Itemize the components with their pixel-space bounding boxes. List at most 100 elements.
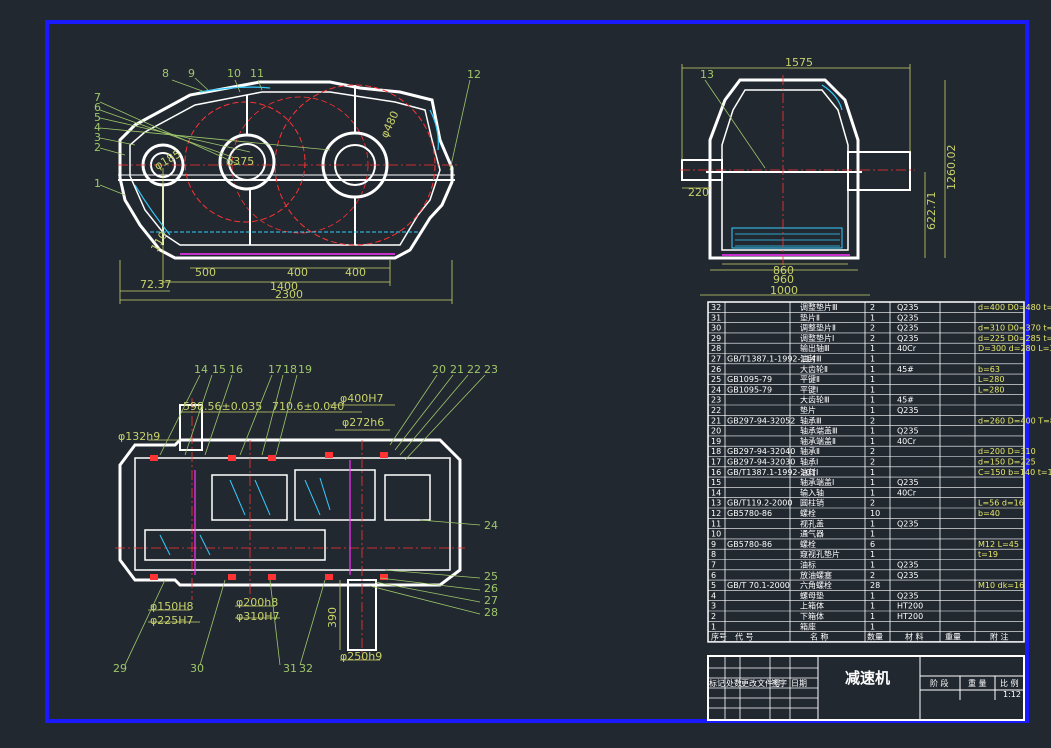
parts-row-name: 输入轴 <box>800 487 824 497</box>
part-no-18: 18 <box>283 363 297 376</box>
front-cyan-edge-3 <box>429 109 439 151</box>
parts-row-note: d=225 D0=285 t=1.5 <box>978 334 1051 343</box>
bearing-boss-mid-inner <box>228 143 266 181</box>
dim-d480: φ480 <box>378 109 402 140</box>
parts-row-qty: 1 <box>870 396 875 405</box>
parts-row-qty: 1 <box>870 313 875 322</box>
top-leaders <box>124 374 486 666</box>
parts-row-qty: 2 <box>870 571 875 580</box>
parts-row-qty: 2 <box>870 458 875 467</box>
parts-header-name: 名 称 <box>810 632 829 642</box>
front-housing-inner <box>129 91 441 246</box>
parts-row-qty: 1 <box>870 591 875 600</box>
parts-row-mat: Q235 <box>897 303 919 312</box>
parts-row-name: 调整垫片Ⅲ <box>800 302 838 312</box>
parts-row-no: 21 <box>711 416 721 425</box>
parts-header-qty: 数量 <box>867 632 883 642</box>
dim-1260: 1260.02 <box>945 145 958 191</box>
parts-row-no: 24 <box>711 385 721 394</box>
parts-row-code: GB/T1387.1-1992-114 <box>727 355 816 364</box>
parts-row-qty: 1 <box>870 519 875 528</box>
part-no-4: 4 <box>94 121 101 134</box>
top-gear-3 <box>144 529 326 561</box>
parts-row-no: 1 <box>711 622 716 631</box>
dim-d150: φ150H8 <box>150 600 194 613</box>
side-view: 1575 1260.02 622.71 220 860 960 1000 13 <box>680 56 958 297</box>
parts-row-no: 17 <box>711 458 721 467</box>
dim-400a: 400 <box>287 266 308 279</box>
parts-row-code: GB297-94-32030 <box>727 458 795 467</box>
front-housing-outline <box>118 80 454 260</box>
front-cyan-edge-1 <box>134 184 171 236</box>
side-leader-13 <box>704 79 766 169</box>
dim-d272: φ272h6 <box>342 416 384 429</box>
parts-header-code: 代 号 <box>735 632 754 642</box>
parts-row-qty: 1 <box>870 406 875 415</box>
parts-row-name: 大齿轮Ⅲ <box>800 395 830 405</box>
parts-row-no: 6 <box>711 571 716 580</box>
front-leaders <box>99 77 471 196</box>
dim-110: 110 <box>148 229 170 254</box>
parts-row-mat: 40Cr <box>897 437 917 446</box>
parts-row-qty: 1 <box>870 478 875 487</box>
parts-row-mat: Q235 <box>897 519 919 528</box>
front-cyan-edge-2 <box>199 86 271 93</box>
top-dimensions <box>148 404 395 661</box>
parts-row-no: 28 <box>711 344 721 353</box>
parts-row-mat: HT200 <box>897 612 923 621</box>
parts-row-name: 下箱体 <box>800 611 824 621</box>
part-no-3: 3 <box>94 131 101 144</box>
part-no-21: 21 <box>450 363 464 376</box>
part-no-11: 11 <box>250 67 264 80</box>
sheet-border <box>45 20 1029 723</box>
parts-row-qty: 1 <box>870 365 875 374</box>
parts-row-qty: 2 <box>870 499 875 508</box>
parts-row-no: 5 <box>711 581 716 590</box>
parts-row-note: d=260 D=400 T=87 <box>978 416 1051 425</box>
part-no-24: 24 <box>484 519 498 532</box>
parts-row-note: t=19 <box>978 550 998 559</box>
tb-scale-label: 比 例 <box>1000 678 1019 688</box>
dim-d225: φ225H7 <box>150 614 194 627</box>
part-no-28: 28 <box>484 606 498 619</box>
parts-row-name: 油封Ⅰ <box>800 467 818 477</box>
part-no-6: 6 <box>94 101 101 114</box>
parts-row-name: 轴承端盖Ⅱ <box>800 436 836 446</box>
parts-row-mat: Q235 <box>897 591 919 600</box>
parts-row-name: 调整垫片Ⅰ <box>800 333 834 343</box>
parts-row-code: GB5780-86 <box>727 540 772 549</box>
parts-row-mat: 45# <box>897 365 914 374</box>
parts-row-name: 油封Ⅲ <box>800 354 822 364</box>
top-cyan-hatch <box>159 477 331 556</box>
parts-row-name: 轴承端盖Ⅰ <box>800 477 834 487</box>
parts-row-no: 3 <box>711 602 716 611</box>
parts-row-no: 15 <box>711 478 721 487</box>
front-dimensions <box>119 168 453 304</box>
dim-72: 72.37 <box>140 278 172 291</box>
parts-row-name: 轴承Ⅲ <box>800 415 822 425</box>
parts-row-name: 通气器 <box>800 529 824 539</box>
part-no-27: 27 <box>484 594 498 607</box>
parts-row-code: GB1095-79 <box>727 385 772 394</box>
parts-row-no: 32 <box>711 303 721 312</box>
parts-row-no: 7 <box>711 561 716 570</box>
parts-row-no: 26 <box>711 365 721 374</box>
parts-row-name: 箱座 <box>800 621 816 631</box>
parts-row-qty: 2 <box>870 303 875 312</box>
parts-row-code: GB1095-79 <box>727 375 772 384</box>
parts-row-name: 平键Ⅰ <box>800 384 818 394</box>
parts-row-no: 19 <box>711 437 721 446</box>
dim-d132: φ132h9 <box>118 430 160 443</box>
parts-row-name: 轴承Ⅱ <box>800 446 820 456</box>
parts-row-note: L=56 d=16 <box>978 499 1024 508</box>
tb-label-sign: 签字 <box>771 678 787 688</box>
part-no-30: 30 <box>190 662 204 675</box>
parts-row-name: 大齿轮Ⅱ <box>800 364 828 374</box>
parts-row-qty: 1 <box>870 355 875 364</box>
side-housing-outline <box>708 78 860 260</box>
parts-header-mat: 材 料 <box>905 632 924 642</box>
top-gear-4 <box>384 474 431 521</box>
